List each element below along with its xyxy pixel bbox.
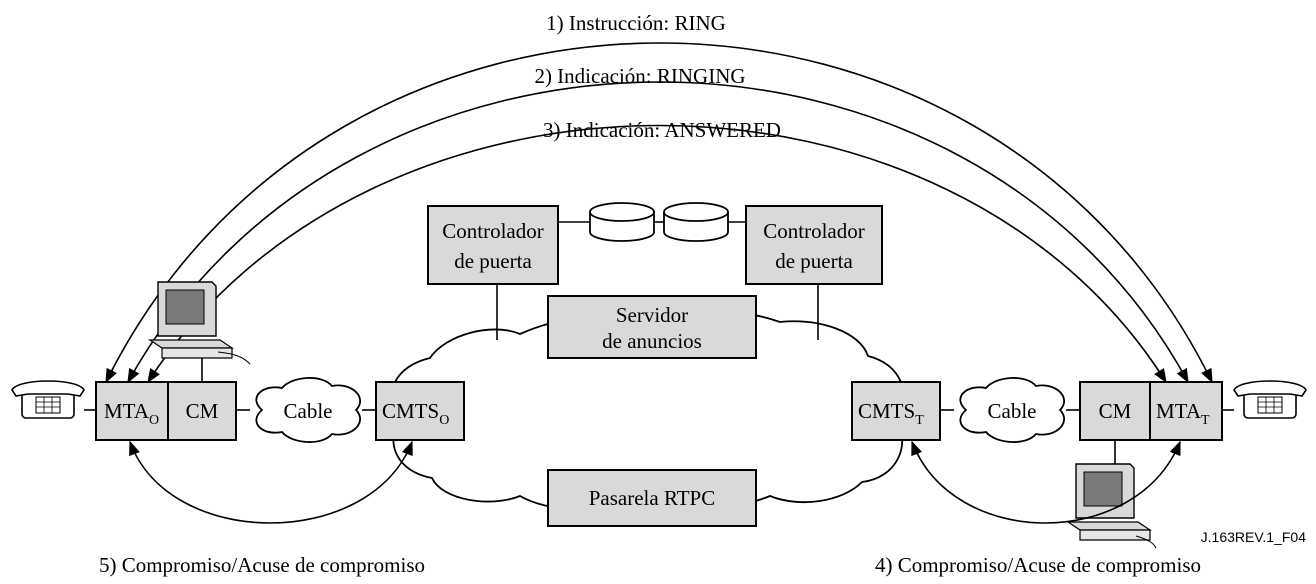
announcement-server-line2: de anuncios: [602, 329, 702, 353]
arc-ring: [105, 42, 1213, 384]
pstn-gateway-label: Pasarela RTPC: [589, 486, 715, 510]
arc-commit-left: [129, 440, 413, 524]
mta-t-label: MTAT: [1156, 399, 1210, 428]
gatekeeper-left: Controlador de puerta: [427, 205, 559, 285]
cable-t-cloud: Cable: [959, 377, 1066, 443]
cmts-t-box: CMTST: [851, 381, 941, 441]
cable-o-cloud: Cable: [255, 377, 362, 443]
cm-o-box: CM: [167, 381, 237, 441]
cmts-o-box: CMTSO: [375, 381, 465, 441]
announcement-server: Servidor de anuncios: [547, 295, 757, 359]
announcement-server-line1: Servidor: [616, 303, 688, 327]
mta-o-label: MTAO: [104, 399, 159, 428]
arc-answered: [147, 124, 1167, 384]
figure-id: J.163REV.1_F04: [1201, 529, 1307, 545]
message-commit-left-label: 5) Compromiso/Acuse de compromiso: [99, 553, 425, 577]
computer-icon: [1066, 463, 1157, 549]
cm-t-label: CM: [1099, 399, 1132, 423]
telephone-icon: [11, 380, 85, 419]
cmts-o-label: CMTSO: [382, 399, 449, 428]
arc-ringing: [127, 81, 1189, 384]
cmts-t-label: CMTST: [858, 399, 924, 428]
gatekeeper-left-line1: Controlador: [442, 219, 543, 243]
computer-icon: [148, 281, 251, 365]
mta-t-box: MTAT: [1149, 381, 1223, 441]
gatekeeper-left-line2: de puerta: [454, 249, 532, 273]
gatekeeper-right: Controlador de puerta: [745, 205, 883, 285]
telephone-icon: [1233, 380, 1307, 419]
cable-o-label: Cable: [284, 399, 333, 423]
cm-o-label: CM: [186, 399, 219, 423]
gatekeeper-right-line1: Controlador: [763, 219, 864, 243]
message-ring-label: 1) Instrucción: RING: [546, 11, 726, 35]
database-icon: [589, 202, 655, 242]
arc-commit-right: [911, 440, 1181, 524]
message-commit-right-label: 4) Compromiso/Acuse de compromiso: [875, 553, 1201, 577]
pstn-gateway: Pasarela RTPC: [547, 469, 757, 527]
cable-t-label: Cable: [988, 399, 1037, 423]
mta-o-box: MTAO: [95, 381, 169, 441]
cm-t-box: CM: [1079, 381, 1151, 441]
database-icon: [663, 202, 729, 242]
gatekeeper-right-line2: de puerta: [775, 249, 853, 273]
